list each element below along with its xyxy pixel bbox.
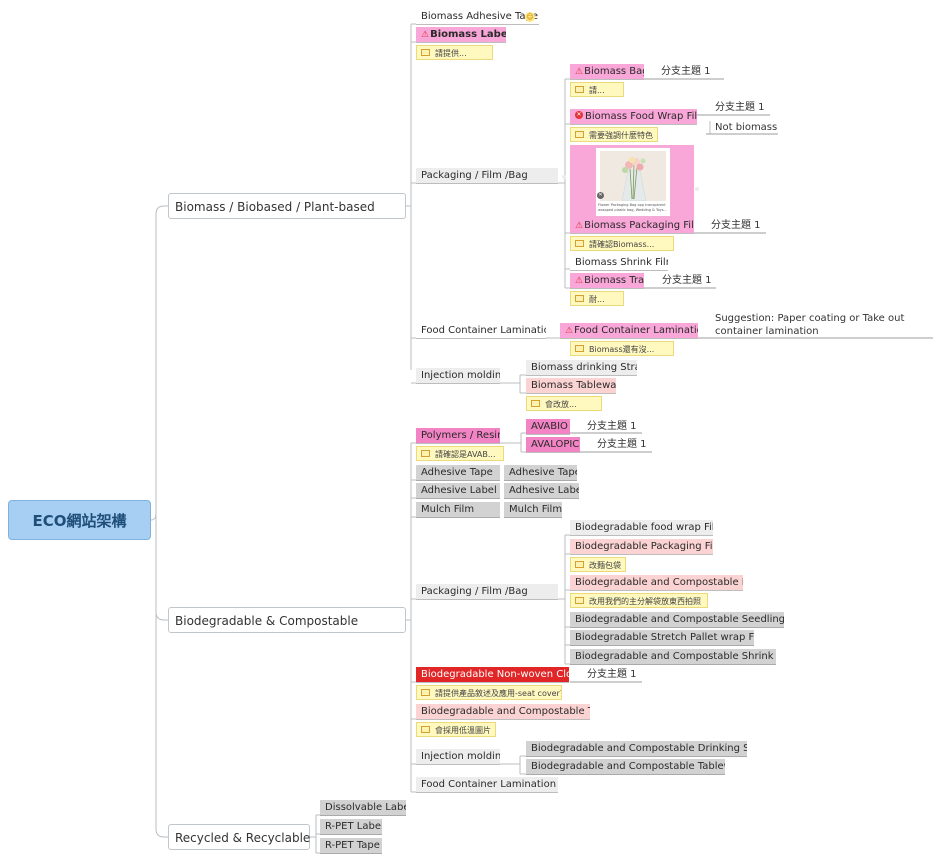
subtopic-nonwoven[interactable]: 分支主題 1 — [587, 669, 637, 680]
topic-biodeg-food-wrap[interactable]: Biodegradable food wrap Film — [570, 520, 713, 536]
subtopic-avalopic[interactable]: 分支主題 1 — [597, 439, 647, 450]
note-biomass-tableware[interactable]: 會改放... — [526, 396, 602, 411]
note-biodeg-compostable-bag[interactable]: 改用我們的主分解袋放東西拍照 — [570, 593, 708, 608]
topic-mulch-film-child[interactable]: Mulch Film — [504, 502, 562, 518]
subtopic-biomass-wrap[interactable]: 分支主題 1 — [715, 102, 765, 113]
note-biomass-wrap[interactable]: 需要強調什麼特色 — [570, 127, 658, 142]
topic-biomass-injection[interactable]: Injection molding — [416, 368, 500, 384]
topic-biodeg-seedling-bag[interactable]: Biodegradable and Compostable Seedling B… — [570, 612, 784, 628]
topic-biomass-label[interactable]: ⚠Biomass Label — [416, 27, 506, 43]
note-icon — [421, 689, 430, 696]
warning-icon: ⚠ — [575, 276, 584, 286]
topic-biomass-tray[interactable]: ⚠Biomass Tray — [570, 273, 644, 289]
note-biomass-packaging-film[interactable]: 請確認Biomass... — [570, 236, 674, 251]
topic-biomass-bag[interactable]: ⚠Biomass Bag — [570, 64, 644, 80]
topic-rpet-tape[interactable]: R-PET Tape — [320, 838, 382, 854]
topic-dissolvable-label[interactable]: Dissolvable Label — [320, 800, 406, 816]
warning-icon: ⚠ — [565, 326, 574, 336]
error-icon: ✕ — [575, 111, 583, 119]
topic-adhesive-tape[interactable]: Adhesive Tape — [416, 465, 500, 481]
note-polymers[interactable]: 請確認是AVAB... — [416, 446, 504, 461]
smiley-icon: ☺ — [525, 12, 535, 22]
note-biodeg-tray[interactable]: 會採用低溫圖片 — [416, 722, 496, 737]
topic-biomass-shrink-film[interactable]: Biomass Shrink Film — [570, 255, 668, 271]
subtopic-not-biomass[interactable]: Not biomass — [715, 122, 778, 133]
topic-nonwoven-cloth[interactable]: Biodegradable Non-woven Cloth — [416, 667, 569, 683]
note-icon — [575, 295, 584, 302]
topic-biodeg-stretch-film[interactable]: Biodegradable Stretch Pallet wrap Film — [570, 630, 754, 646]
subtopic-biomass-tray[interactable]: 分支主題 1 — [662, 275, 712, 286]
topic-biomass-food-container-child[interactable]: ⚠Food Container Lamination — [560, 323, 698, 339]
topic-avalopic[interactable]: AVALOPIC — [526, 437, 580, 453]
note-biomass-tray[interactable]: 耐... — [570, 291, 624, 306]
topic-avabio[interactable]: AVABIO — [526, 419, 570, 435]
topic-biodeg-tableware[interactable]: Biodegradable and Compostable Tableware — [526, 759, 725, 775]
note-icon — [575, 345, 584, 352]
warning-icon: ⚠ — [421, 30, 430, 40]
photo-caption: Flower Packaging Bag opp transparent wra… — [598, 203, 667, 212]
product-photo[interactable]: Flower Packaging Bag opp transparent wra… — [596, 148, 670, 216]
topic-biomass-packaging[interactable]: Packaging / Film /Bag — [416, 168, 558, 184]
note-biodeg-packaging-film[interactable]: 改麵包袋 — [570, 557, 626, 572]
note-biomass-food-container[interactable]: Biomass還有沒... — [570, 341, 674, 356]
topic-biomass-food-container[interactable]: Food Container Lamination — [416, 323, 546, 339]
topic-biomass-food-wrap-film[interactable]: ✕Biomass Food Wrap Film — [570, 109, 697, 125]
topic-biodeg-injection[interactable]: Injection molding — [416, 749, 500, 765]
subtopic-biomass-bag[interactable]: 分支主題 1 — [661, 66, 711, 77]
note-icon — [575, 240, 584, 247]
category-biomass[interactable]: Biomass / Biobased / Plant-based — [168, 193, 406, 219]
note-icon — [575, 86, 584, 93]
warning-icon: ⚠ — [575, 67, 584, 77]
note-icon — [421, 726, 430, 733]
note-icon — [421, 450, 430, 457]
photo-flowers — [600, 151, 666, 202]
topic-polymers-resin[interactable]: Polymers / Resin — [416, 428, 500, 444]
topic-biomass-packaging-film[interactable]: ⚠Biomass Packaging Film — [570, 218, 694, 234]
suggestion-text[interactable]: Suggestion: Paper coating or Take out co… — [715, 313, 905, 337]
topic-adhesive-label-child[interactable]: Adhesive Label — [504, 483, 579, 499]
topic-biodeg-shrink-film[interactable]: Biodegradable and Compostable Shrink Fil… — [570, 649, 776, 665]
category-recycled[interactable]: Recycled & Recyclable — [168, 824, 310, 850]
topic-biodeg-packaging[interactable]: Packaging / Film /Bag — [416, 584, 558, 600]
note-icon — [421, 49, 430, 56]
note-icon — [575, 561, 584, 568]
image-info-icon[interactable]: ✕ — [597, 192, 604, 199]
topic-mulch-film[interactable]: Mulch Film — [416, 502, 500, 518]
subtopic-avabio[interactable]: 分支主題 1 — [587, 421, 637, 432]
note-biomass-bag[interactable]: 請... — [570, 82, 624, 97]
topic-biodeg-tray[interactable]: Biodegradable and Compostable Tray — [416, 704, 590, 720]
note-biomass-label[interactable]: 請提供... — [416, 45, 493, 60]
topic-biodeg-food-container[interactable]: Food Container Lamination — [416, 777, 558, 793]
topic-rpet-label[interactable]: R-PET Label — [320, 819, 382, 835]
topic-biodeg-packaging-film[interactable]: Biodegradable Packaging Film — [570, 539, 713, 555]
topic-biodeg-straw[interactable]: Biodegradable and Compostable Drinking S… — [526, 741, 747, 757]
subtopic-biomass-packaging-film[interactable]: 分支主題 1 — [711, 220, 761, 231]
topic-adhesive-label[interactable]: Adhesive Label — [416, 483, 500, 499]
root-topic[interactable]: ECO網站架構 — [8, 500, 151, 540]
note-icon — [575, 131, 584, 138]
topic-adhesive-tape-child[interactable]: Adhesive Tape — [504, 465, 577, 481]
category-biodegradable[interactable]: Biodegradable & Compostable — [168, 607, 406, 633]
topic-biomass-tableware[interactable]: Biomass Tableware — [526, 378, 616, 394]
note-nonwoven[interactable]: 請提供產品敘述及應用-seat cover? — [416, 685, 562, 700]
topic-biodeg-compostable-bag[interactable]: Biodegradable and Compostable Bag — [570, 575, 743, 591]
topic-biomass-straw[interactable]: Biomass drinking Straw — [526, 360, 637, 376]
note-icon — [531, 400, 540, 407]
warning-icon: ⚠ — [575, 221, 584, 231]
topic-biomass-adhesive-tape[interactable]: Biomass Adhesive Tape — [416, 9, 539, 25]
note-icon — [575, 597, 584, 604]
